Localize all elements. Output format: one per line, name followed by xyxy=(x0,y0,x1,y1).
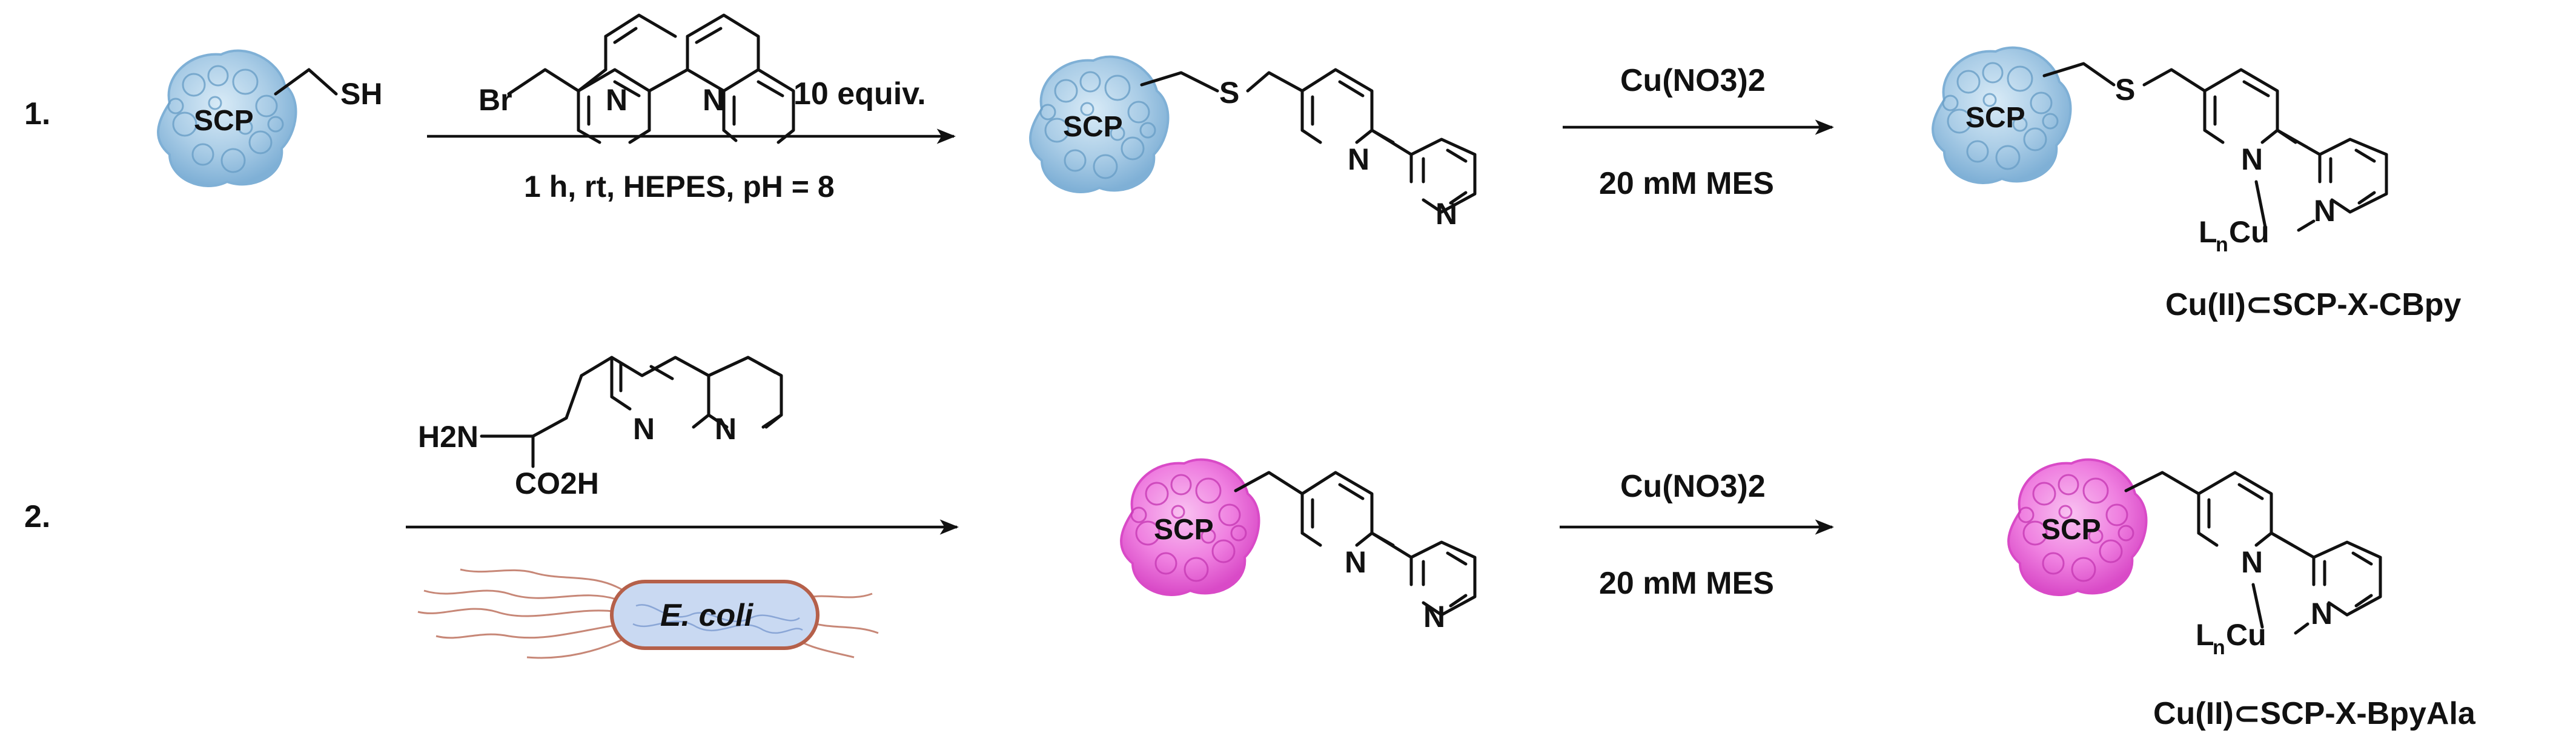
sulfur-atom: S xyxy=(1219,76,1239,110)
copper-atom: Cu xyxy=(2229,215,2270,249)
carboxylic-acid-group: CO2H xyxy=(515,466,599,500)
thiol-linker-bond xyxy=(274,68,338,96)
product-2-label: Cu(II)⊂SCP-X-BpyAla xyxy=(2153,696,2476,731)
nitrogen-atom: N xyxy=(2314,194,2336,228)
step-2-number: 2. xyxy=(24,499,50,534)
step-1-buffer: 20 mM MES xyxy=(1599,166,1774,201)
ligand-atom: L xyxy=(2199,215,2217,249)
step-2-buffer: 20 mM MES xyxy=(1599,566,1774,601)
scp-bipyridine-conjugate: SCP S N N xyxy=(1029,55,1477,231)
copper-atom: Cu xyxy=(2226,618,2266,652)
step-1-metal-salt: Cu(NO3)2 xyxy=(1620,63,1766,98)
nitrogen-atom: N xyxy=(2241,142,2263,176)
protein-label: SCP xyxy=(1063,111,1123,143)
protein-label: SCP xyxy=(2041,514,2101,546)
thiol-label: SH xyxy=(340,77,382,111)
ligand-subscript: n xyxy=(2216,233,2228,256)
nitrogen-atom: N xyxy=(703,83,724,117)
nitrogen-atom: N xyxy=(2311,597,2333,631)
nitrogen-atom: N xyxy=(1423,600,1445,634)
bromine-atom: Br xyxy=(478,83,512,117)
nitrogen-atom: N xyxy=(715,412,737,446)
protein-label: SCP xyxy=(1154,514,1214,546)
bromomethyl-bipyridine-reagent: Br N N xyxy=(478,13,795,144)
ligand-subscript: n xyxy=(2213,636,2225,659)
bacterium-icon: E. coli xyxy=(417,568,879,659)
scp-bpyala-protein: SCP N N xyxy=(1120,458,1477,634)
nitrogen-atom: N xyxy=(633,412,655,446)
amine-group: H2N xyxy=(418,420,478,454)
reagent-equiv-label: 10 equiv. xyxy=(793,76,926,111)
step-1-conditions: 1 h, rt, HEPES, pH = 8 xyxy=(524,170,835,204)
nitrogen-atom: N xyxy=(606,83,627,117)
protein-label: SCP xyxy=(194,105,254,137)
step-2-metal-salt: Cu(NO3)2 xyxy=(1620,469,1766,504)
host-organism-label: E. coli xyxy=(660,598,754,633)
step-1-number: 1. xyxy=(24,96,50,131)
sulfur-atom: S xyxy=(2115,73,2135,107)
product-1-label: Cu(II)⊂SCP-X-CBpy xyxy=(2165,287,2462,322)
nitrogen-atom: N xyxy=(2241,545,2263,579)
nitrogen-atom: N xyxy=(1345,545,1366,579)
nitrogen-atom: N xyxy=(1435,197,1457,231)
protein-scp-start: SCP xyxy=(157,49,297,188)
bipyridylalanine-reagent: H2N CO2H N N xyxy=(418,356,783,500)
protein-label: SCP xyxy=(1965,102,2025,134)
cu-complex-bpyala: SCP N N L n Cu xyxy=(2007,458,2382,659)
nitrogen-atom: N xyxy=(1348,142,1369,176)
ligand-atom: L xyxy=(2196,618,2214,652)
cu-complex-cbpy: SCP S N N L n Cu xyxy=(1932,46,2388,256)
